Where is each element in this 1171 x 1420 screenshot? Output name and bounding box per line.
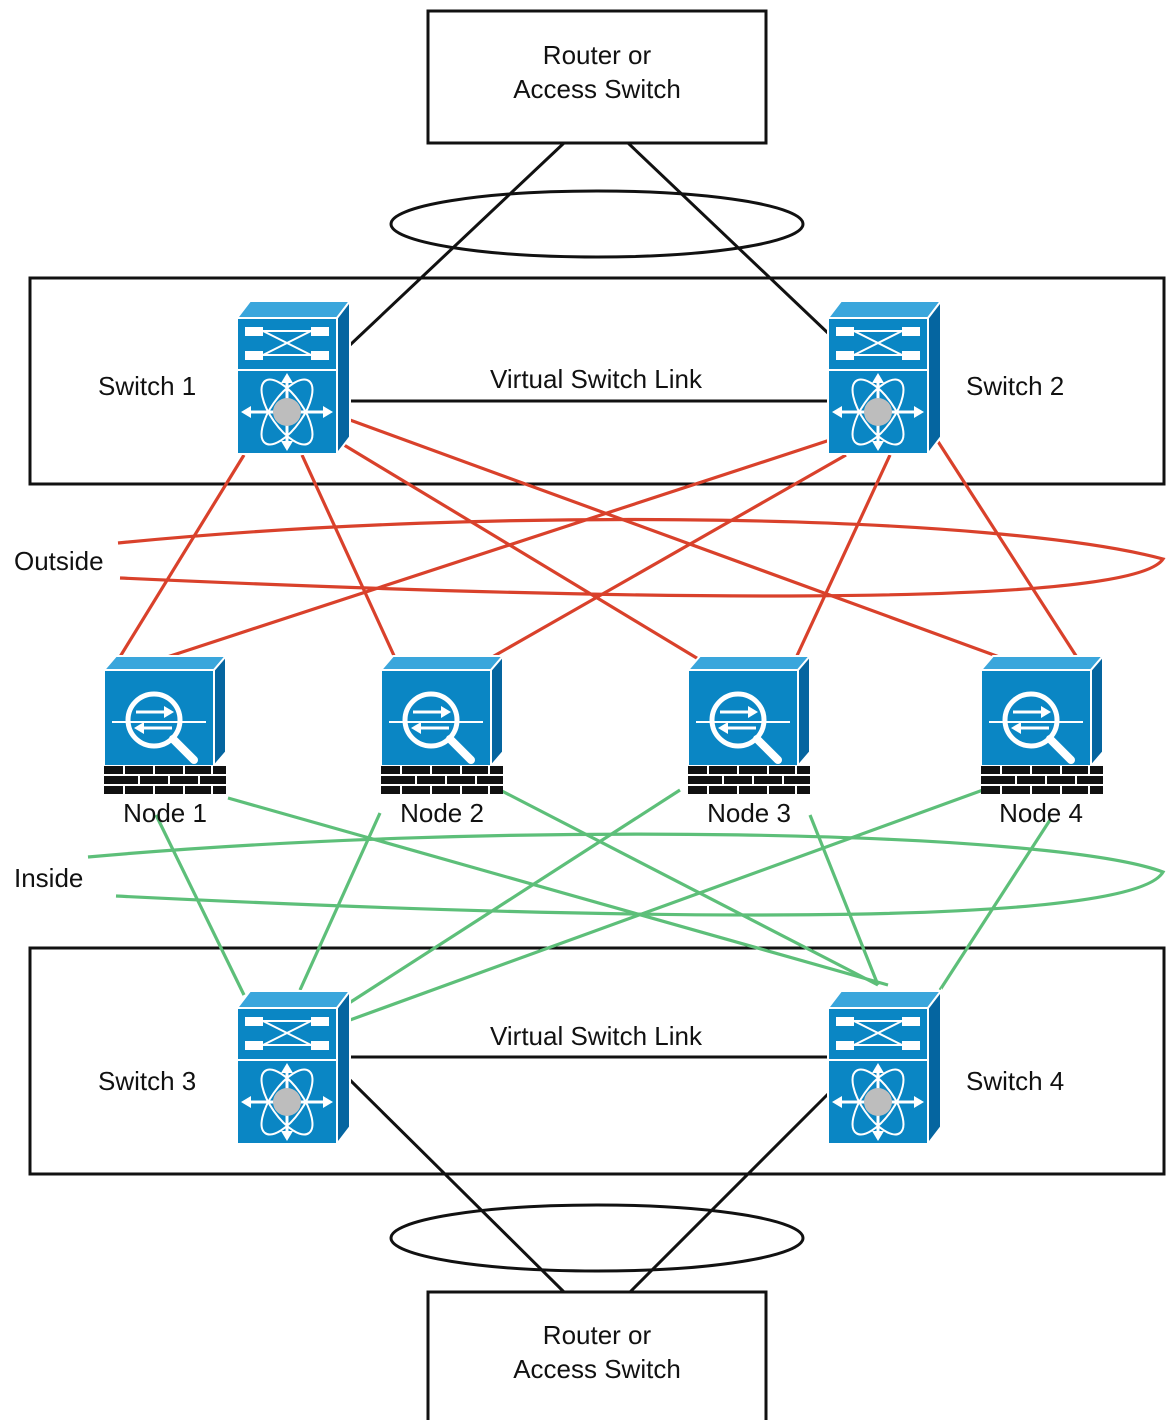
outside-link [157,438,831,662]
layer3-switch-icon [826,989,943,1146]
outside-links [116,418,1166,664]
inside-link [345,788,681,1007]
outside-zone-label: Outside [14,546,104,576]
node-1-label: Node 1 [123,798,207,828]
outside-link [935,439,1082,663]
switch-3: Switch 3 [98,989,352,1146]
outside-link [793,454,892,661]
node-4: Node 4 [981,656,1103,828]
switch-2: Switch 2 [826,299,1064,456]
inside-link [808,814,880,986]
lower-virtual-switch-link-label: Virtual Switch Link [490,1021,703,1051]
bottom-router-label-line1: Router or [543,1320,652,1350]
inside-zone-ellipse [87,832,1166,917]
node-2-label: Node 2 [400,798,484,828]
node-3-label: Node 3 [707,798,791,828]
inside-links [87,788,1166,1022]
outside-link [486,453,847,662]
uplink-switch3-to-bottom-router [348,1078,566,1294]
top-router-label-line2: Access Switch [513,74,681,104]
inside-link [298,812,382,991]
firewall-appliance-icon [381,656,503,794]
bottom-router-box [426,1290,768,1420]
firewall-appliance-icon [104,656,226,794]
bottom-router-label-line2: Access Switch [513,1354,681,1384]
bottom-etherchannel-ellipse [389,1203,805,1273]
upper-virtual-switch-link-label: Virtual Switch Link [490,364,703,394]
switch-1: Switch 1 [98,299,352,456]
node-1: Node 1 [104,656,226,828]
inside-zone-label: Inside [14,863,83,893]
switch-3-label: Switch 3 [98,1066,196,1096]
outside-zone-ellipse [117,517,1166,598]
bottom-uplinks [348,1078,832,1294]
top-uplinks [348,141,832,347]
node-3: Node 3 [688,656,810,828]
uplink-switch4-to-bottom-router [628,1090,832,1294]
firewall-appliance-icon [688,656,810,794]
node-2: Node 2 [381,656,503,828]
lower-switch-group-box [28,946,1166,1176]
switch-1-label: Switch 1 [98,371,196,401]
uplink-switch1-to-top-router [348,141,566,347]
switch-2-label: Switch 2 [966,371,1064,401]
layer3-switch-icon [826,299,943,456]
layer3-switch-icon [235,299,352,456]
top-router-box [426,9,768,145]
switch-4-label: Switch 4 [966,1066,1064,1096]
outside-link [343,443,701,662]
node-4-label: Node 4 [999,798,1083,828]
top-router-label-line1: Router or [543,40,652,70]
switch-4: Switch 4 [826,989,1064,1146]
inside-link [349,788,984,1022]
outside-link [349,418,1014,664]
top-router: Router or Access Switch [426,9,768,145]
inside-link [227,796,889,987]
uplink-switch2-to-top-router [626,141,832,337]
outside-link [300,454,398,661]
top-etherchannel-ellipse [389,189,805,259]
inside-link [499,788,879,987]
bottom-router: Router or Access Switch [426,1290,768,1420]
upper-switch-group-box [28,276,1166,486]
outside-link [116,454,246,661]
inside-link [154,814,246,996]
firewall-appliance-icon [981,656,1103,794]
layer3-switch-icon [235,989,352,1146]
